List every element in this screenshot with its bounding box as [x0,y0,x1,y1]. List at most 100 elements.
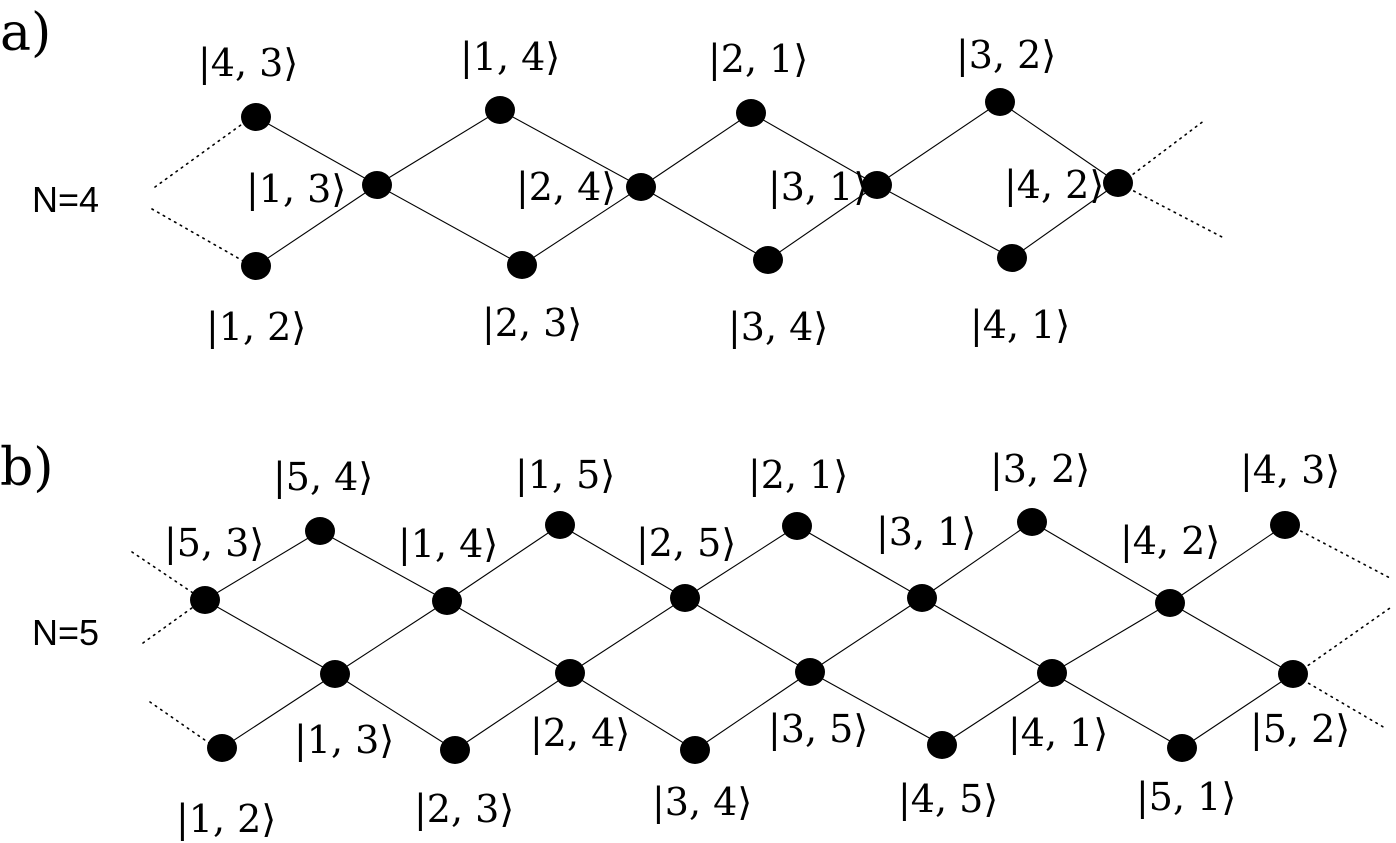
panel-b-edge [569,597,686,674]
panel-b-letter: b) [0,438,54,498]
panel-b-dotted-left-lower [149,701,213,746]
panel-b-node [555,659,585,687]
panel-b-dotted-right-lower [1302,679,1386,729]
panel-a-node [1103,169,1133,197]
panel-b-edge [941,672,1053,746]
panel-b-edge [921,521,1033,599]
panel-a-ket-label: |3, 4⟩ [728,305,828,349]
panel-a-edge [640,186,769,261]
panel-b-node [680,736,710,764]
panel-a-ket-label: |1, 2⟩ [206,305,306,349]
panel-b-edge [446,524,561,602]
panel-a-edge [521,186,642,266]
panel-b-node [545,511,575,539]
panel-a-dotted-left-lower [151,208,246,263]
panel-a-ket-label: |2, 3⟩ [482,301,582,345]
panel-b-edge [334,600,448,675]
panel-b-dotted-right-upper [1294,527,1391,579]
panel-b-ket-label: |3, 5⟩ [768,707,868,751]
panel-a-node [485,96,515,124]
panel-b-node [795,658,825,686]
panel-b-ket-label: |5, 4⟩ [273,455,373,499]
panel-b-ket-label: |1, 4⟩ [398,522,498,566]
panel-a-ket-label: |4, 2⟩ [1004,163,1104,207]
panel-b-node [190,586,220,614]
panel-a-node [626,173,656,201]
panel-a-edge [376,184,523,266]
panel-b-edge [684,525,798,599]
panel-b-node [907,584,937,612]
panel-b-ket-label: |2, 1⟩ [748,453,848,497]
panel-b-edge [809,597,923,673]
panel-b-ket-label: |5, 3⟩ [164,521,264,565]
panel-b-edge [204,530,321,601]
panel-b: b) N=5 [0,438,1391,841]
panel-b-ket-label: |1, 3⟩ [294,718,394,762]
panel-b-dotted-left-upper [131,551,197,596]
panel-b-edge [796,525,923,599]
panel-a-dotted-right-lower [1127,187,1223,238]
panel-b-edge [1169,524,1286,604]
panel-a-edge [255,184,378,267]
panel-a-ket-label: |4, 3⟩ [198,41,298,85]
panel-a-node [362,171,392,199]
panel-a-node [736,99,766,127]
panel-b-node [670,584,700,612]
panel-a-edge [750,112,878,186]
panel-b-node [782,512,812,540]
panel-a-ket-label: |3, 1⟩ [768,165,868,209]
panel-b-edge [1031,521,1171,604]
panel-a-ket-label: |3, 2⟩ [956,33,1056,77]
panel-b-node [440,736,470,764]
panel-b-edge [559,524,686,599]
panel-b-ket-label: |1, 5⟩ [515,453,615,497]
panel-b-node [1270,511,1300,539]
panel-b-edge [1051,672,1183,749]
panel-a-node [241,252,271,280]
panel-b-node [1167,734,1197,762]
panel-b-node [1278,660,1308,688]
panel-b-ket-label: |5, 1⟩ [1136,775,1236,819]
panel-b-dotted-left-middle [142,604,197,644]
panel-b-n-label: N=5 [32,612,99,653]
panel-b-edge [319,530,448,602]
panel-a-edge [876,101,1001,186]
panel-b-edge [694,671,811,751]
panel-a-node [985,88,1015,116]
panel-b-edge [684,597,811,673]
panel-b-edge [446,600,571,674]
panel-b-node [320,660,350,688]
panel-b-ket-label: |2, 3⟩ [414,787,514,831]
panel-b-edge [569,672,696,751]
panel-a-letter: a) [0,3,51,63]
panel-b-ket-label: |5, 2⟩ [1250,707,1350,751]
panel-b-ket-label: |3, 4⟩ [652,780,752,824]
panel-a-edge [876,184,1013,259]
panel-b-edge [1051,602,1171,674]
panel-a-node [753,246,783,274]
panel-b-ket-label: |2, 5⟩ [636,521,736,565]
panel-b-ket-label: |4, 3⟩ [1240,448,1340,492]
panel-a-node [241,103,271,131]
panel-a-ket-label: |2, 1⟩ [708,37,808,81]
panel-a-dotted-right-upper [1127,119,1206,179]
panel-a-node [862,171,892,199]
panel-a-edge [1011,182,1119,259]
panel-b-ket-label: |4, 2⟩ [1120,519,1220,563]
panel-b-ket-label: |3, 1⟩ [876,510,976,554]
panel-b-ket-label: |2, 4⟩ [530,711,630,755]
panel-b-edge [221,673,336,749]
panel-a-ket-label: |1, 3⟩ [246,167,346,211]
panel-a-edge [640,112,752,188]
panel-b-node [207,734,237,762]
panel-a-n-label: N=4 [32,179,99,220]
panel-b-node [1155,589,1185,617]
panel-a-edge [255,116,378,186]
panel-b-ket-label: |4, 1⟩ [1008,711,1108,755]
panel-a-ket-label: |2, 4⟩ [516,165,616,209]
panel-a: a) N=4 |4, 3⟩ [0,3,1223,349]
panel-b-dotted-right-middle [1302,607,1391,670]
panel-b-edge [921,597,1053,674]
panel-a-edge [376,109,501,186]
